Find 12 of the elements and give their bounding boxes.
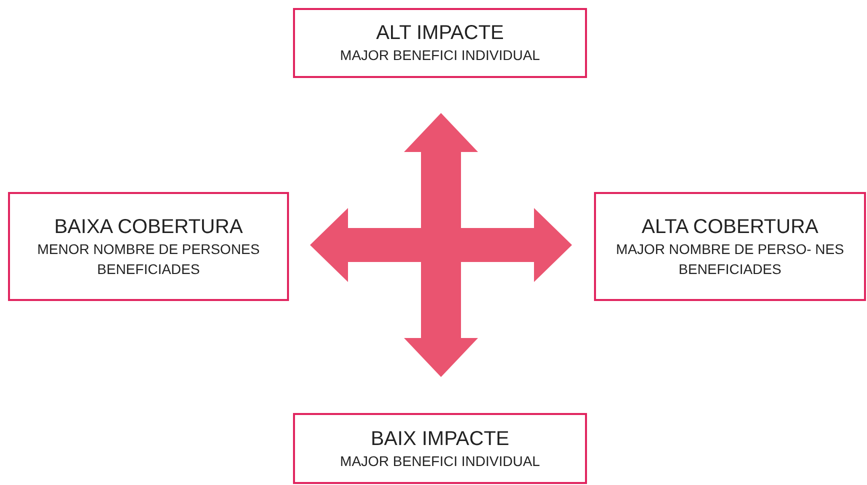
box-description: MAJOR BENEFICI INDIVIDUAL [340, 46, 540, 65]
box-description: MAJOR BENEFICI INDIVIDUAL [340, 452, 540, 470]
box-description: MENOR NOMBRE DE PERSONES BENEFICIADES [36, 240, 261, 278]
box-heading: BAIXA COBERTURA [54, 214, 243, 238]
text-box [293, 8, 587, 78]
box-heading: ALTA COBERTURA [642, 214, 818, 238]
box-description: MAJOR NOMBRE DE PERSO- NES BENEFICIADES [615, 240, 845, 278]
text-box [293, 413, 587, 484]
text-box [594, 192, 866, 301]
text-box [8, 192, 289, 301]
box-heading: ALT IMPACTE [376, 21, 504, 45]
box-heading: BAIX IMPACTE [370, 426, 510, 450]
